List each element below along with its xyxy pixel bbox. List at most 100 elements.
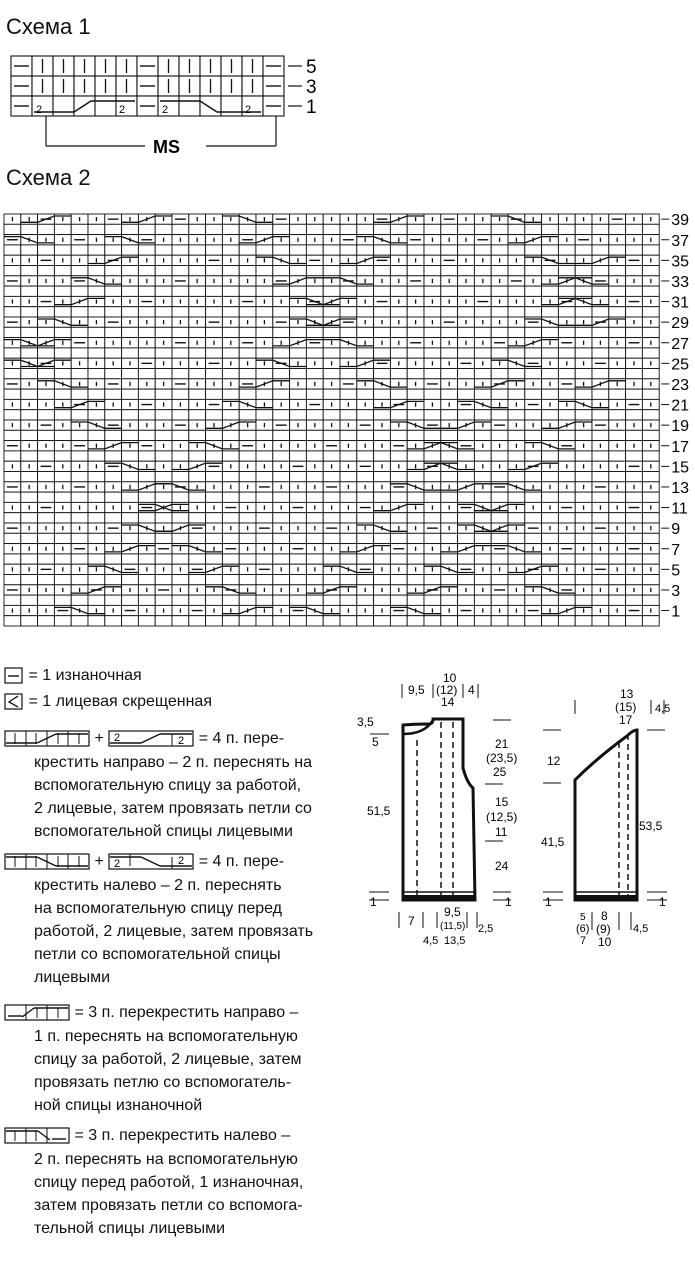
chart-cell bbox=[188, 532, 207, 545]
chart-cell bbox=[641, 368, 660, 380]
chart-cell bbox=[305, 450, 324, 462]
chart-cell bbox=[373, 265, 391, 277]
body-neck-depth-bot: 5 bbox=[372, 735, 379, 749]
chart-cell bbox=[305, 594, 324, 606]
chart-cell bbox=[289, 429, 307, 442]
chart-cell bbox=[507, 553, 526, 565]
chart-cell bbox=[255, 347, 274, 359]
chart-cell bbox=[238, 409, 257, 421]
chart-cell bbox=[3, 368, 22, 380]
chart-cell bbox=[356, 409, 375, 421]
chart-cell bbox=[121, 553, 139, 565]
plus-sign: + bbox=[94, 730, 104, 747]
chart-cell bbox=[188, 512, 207, 524]
chart-cell bbox=[188, 615, 207, 627]
chart-cell bbox=[591, 306, 610, 318]
chart-cell bbox=[641, 532, 660, 545]
chart-cell bbox=[440, 265, 459, 277]
body-rib-right: 1 bbox=[505, 895, 512, 909]
cable-cross-mark bbox=[37, 380, 88, 388]
chart-cell bbox=[37, 388, 55, 400]
chart-cell bbox=[87, 491, 106, 503]
chart-cell bbox=[305, 223, 324, 236]
chart-cell bbox=[289, 409, 307, 421]
chart-cell bbox=[473, 285, 492, 297]
chart-cell bbox=[305, 574, 324, 586]
body-bottom-mid-2: (11,5) bbox=[440, 921, 465, 932]
sleeve-rib-right: 1 bbox=[659, 895, 666, 909]
chart-cell bbox=[154, 265, 173, 277]
sleeve-pattern-diagram: 13 (15) 17 4,5 12 41,5 53,5 1 1 5 (6) 7 … bbox=[541, 687, 670, 949]
chart-cell bbox=[406, 491, 425, 503]
chart-cell bbox=[625, 594, 643, 606]
chart-cell bbox=[322, 285, 341, 297]
body-armhole-1: 21 bbox=[495, 737, 509, 751]
cable-cross-mark bbox=[54, 400, 105, 409]
chart-cell bbox=[20, 450, 39, 462]
cable-cross-mark bbox=[390, 483, 441, 491]
scheme-1-title: Схема 1 bbox=[6, 14, 91, 39]
chart-cell bbox=[104, 615, 123, 627]
chart-cell bbox=[373, 615, 391, 627]
chart-cell bbox=[289, 285, 307, 297]
chart-cell bbox=[373, 306, 391, 318]
chart-cell bbox=[490, 491, 509, 503]
chart-cell bbox=[221, 306, 240, 318]
chart-cell bbox=[205, 285, 223, 297]
chart-cell bbox=[591, 574, 610, 586]
chart-cell bbox=[524, 326, 543, 339]
chart-cell bbox=[205, 326, 223, 339]
chart-cell bbox=[608, 450, 627, 462]
chart-cell bbox=[423, 553, 442, 565]
chart-cell bbox=[188, 491, 207, 503]
chart-cell bbox=[272, 491, 291, 503]
chart-cell bbox=[221, 594, 240, 606]
chart-cell bbox=[255, 553, 274, 565]
chart-cell bbox=[121, 429, 139, 442]
chart-cell bbox=[339, 368, 358, 380]
chart-cell bbox=[137, 285, 156, 297]
chart-cell bbox=[199, 95, 222, 117]
chart-cell bbox=[322, 244, 341, 256]
chart-cell bbox=[574, 306, 593, 318]
chart-cell bbox=[20, 512, 39, 524]
chart-cell bbox=[322, 223, 341, 236]
sleeve-cap-height: 12 bbox=[547, 754, 561, 768]
chart-cell bbox=[255, 491, 274, 503]
chart-cell bbox=[305, 512, 324, 524]
chart-cell bbox=[356, 429, 375, 442]
chart-cell bbox=[87, 532, 106, 545]
chart-cell bbox=[457, 594, 475, 606]
chart-cell bbox=[440, 574, 459, 586]
chart-cell bbox=[154, 244, 173, 256]
chart-cell bbox=[322, 409, 341, 421]
chart-cell bbox=[121, 347, 139, 359]
chart-cell bbox=[104, 574, 123, 586]
chart-cell bbox=[507, 326, 526, 339]
chart-cell bbox=[137, 532, 156, 545]
cable-count: 2 bbox=[119, 104, 125, 116]
cable-cross-mark bbox=[222, 215, 273, 223]
chart-cell bbox=[389, 450, 408, 462]
chart-cell bbox=[457, 615, 475, 627]
chart-cell bbox=[37, 429, 55, 442]
chart-cell bbox=[205, 388, 223, 400]
cable-cross-mark bbox=[575, 256, 626, 265]
chart-cell bbox=[524, 450, 543, 462]
chart-cell bbox=[53, 388, 72, 400]
chart-cell bbox=[356, 594, 375, 606]
cable-cross-mark bbox=[524, 441, 576, 450]
chart-cell bbox=[490, 594, 509, 606]
chart-cell bbox=[541, 409, 559, 421]
chart-cell bbox=[356, 553, 375, 565]
chart-cell bbox=[507, 594, 526, 606]
legend-cross3-right-line-3: провязать петлю со вспомогатель- bbox=[34, 1074, 292, 1091]
chart-cell bbox=[37, 450, 55, 462]
chart-cell bbox=[104, 429, 123, 442]
chart-cell bbox=[440, 532, 459, 545]
cable-cross-mark bbox=[440, 421, 492, 429]
chart-cell bbox=[272, 368, 291, 380]
chart-cell bbox=[20, 574, 39, 586]
chart-cell bbox=[322, 471, 341, 483]
cable-cross-mark bbox=[20, 338, 72, 347]
